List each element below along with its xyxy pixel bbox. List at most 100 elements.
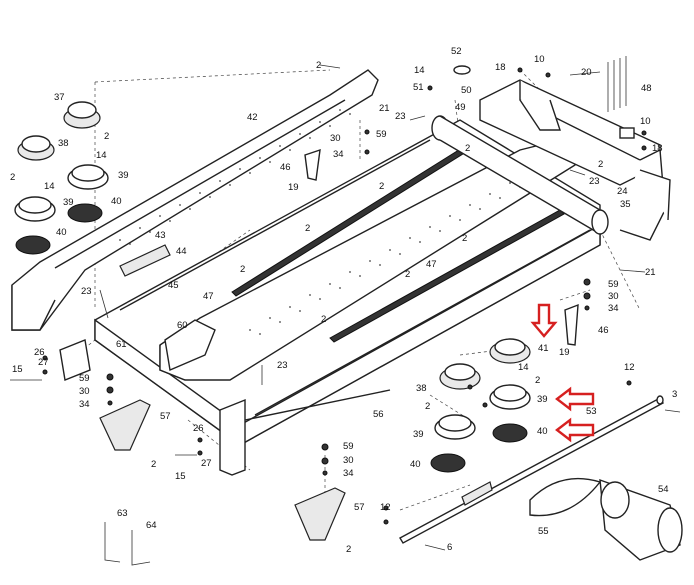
callout: 23 [277,360,288,371]
callout: 2 [379,181,384,192]
callout: 10 [640,116,651,127]
callout: 12 [624,362,635,373]
callout: 40 [56,227,67,238]
drive-axle [399,395,664,544]
rear-end-cap [59,319,216,381]
callout: 21 [645,267,656,278]
callout: 39 [413,429,424,440]
rear-leg-bracket-upper [99,399,151,451]
callout: 45 [168,280,179,291]
callout: 2 [425,401,430,412]
callout: 54 [658,484,669,495]
callout: 23 [395,111,406,122]
callout: 38 [416,383,427,394]
callout: 63 [117,508,128,519]
callout: 2 [305,223,310,234]
callout: 41 [538,343,549,354]
callout: 12 [380,502,391,513]
hex-keys [104,522,151,566]
left-feet-stack [14,101,109,255]
callout: 34 [333,149,344,160]
callout: 44 [176,246,187,257]
wire-ties [607,56,627,112]
callout: 39 [63,197,74,208]
callout: 40 [410,459,421,470]
callout: 39 [537,394,548,405]
callout: 2 [598,159,603,170]
callout: 23 [589,176,600,187]
callout: 20 [581,67,592,78]
callout: 30 [343,455,354,466]
callout: 46 [280,162,291,173]
callout: 15 [12,364,23,375]
callout: 2 [462,233,467,244]
callout: 59 [79,373,90,384]
callout: 14 [414,65,425,76]
callout: 34 [343,468,354,479]
callout: 35 [620,199,631,210]
callout: 2 [535,375,540,386]
callout: 24 [617,186,628,197]
callout: 30 [79,386,90,397]
left-side-rail [11,69,379,331]
callout: 37 [54,92,65,103]
callout: 52 [451,46,462,57]
callout: 57 [354,502,365,513]
callout: 26 [34,347,45,358]
callout: 34 [79,399,90,410]
callout: 46 [598,325,609,336]
front-roller [431,115,609,236]
brackets [304,148,579,346]
drive-belt [529,477,602,517]
down-arrow-to-part-41 [530,303,558,338]
callout: 18 [652,143,663,154]
callout: 50 [461,85,472,96]
callout: 18 [495,62,506,73]
callout: 19 [559,347,570,358]
callout: 59 [343,441,354,452]
callout: 47 [426,259,437,270]
callout: 61 [116,339,127,350]
callout-numbers: 2 14 51 52 50 49 18 10 20 48 37 38 2 14 … [10,46,677,555]
callout: 60 [177,320,188,331]
callout: 2 [346,544,351,555]
callout: 2 [10,172,15,183]
callout: 21 [379,103,390,114]
callout: 23 [81,286,92,297]
right-feet-stack [430,338,531,473]
callout: 42 [247,112,258,123]
callout: 2 [316,60,321,71]
callout: 64 [146,520,157,531]
front-frame [479,79,671,241]
callout: 6 [447,542,452,553]
callout: 14 [96,150,107,161]
callout: 14 [518,362,529,373]
callout: 34 [608,303,619,314]
callout: 40 [111,196,122,207]
callout: 2 [151,459,156,470]
rear-leg-bracket-lower [294,487,346,541]
callout: 48 [641,83,652,94]
callout: 2 [465,143,470,154]
callout: 10 [534,54,545,65]
callout: 59 [608,279,619,290]
callout: 39 [118,170,129,181]
callout: 26 [193,423,204,434]
callout: 14 [44,181,55,192]
callout: 43 [155,230,166,241]
highlight-arrows [530,303,595,443]
callout: 2 [240,264,245,275]
callout: 30 [330,133,341,144]
callout: 27 [201,458,212,469]
callout: 47 [203,291,214,302]
callout: 51 [413,82,424,93]
callout: 3 [672,389,677,400]
callout: 38 [58,138,69,149]
callout: 49 [455,102,466,113]
callout: 30 [608,291,619,302]
left-arrow-to-part-40 [555,417,595,443]
callout: 55 [538,526,549,537]
callout: 40 [537,426,548,437]
drive-motor [599,478,683,561]
